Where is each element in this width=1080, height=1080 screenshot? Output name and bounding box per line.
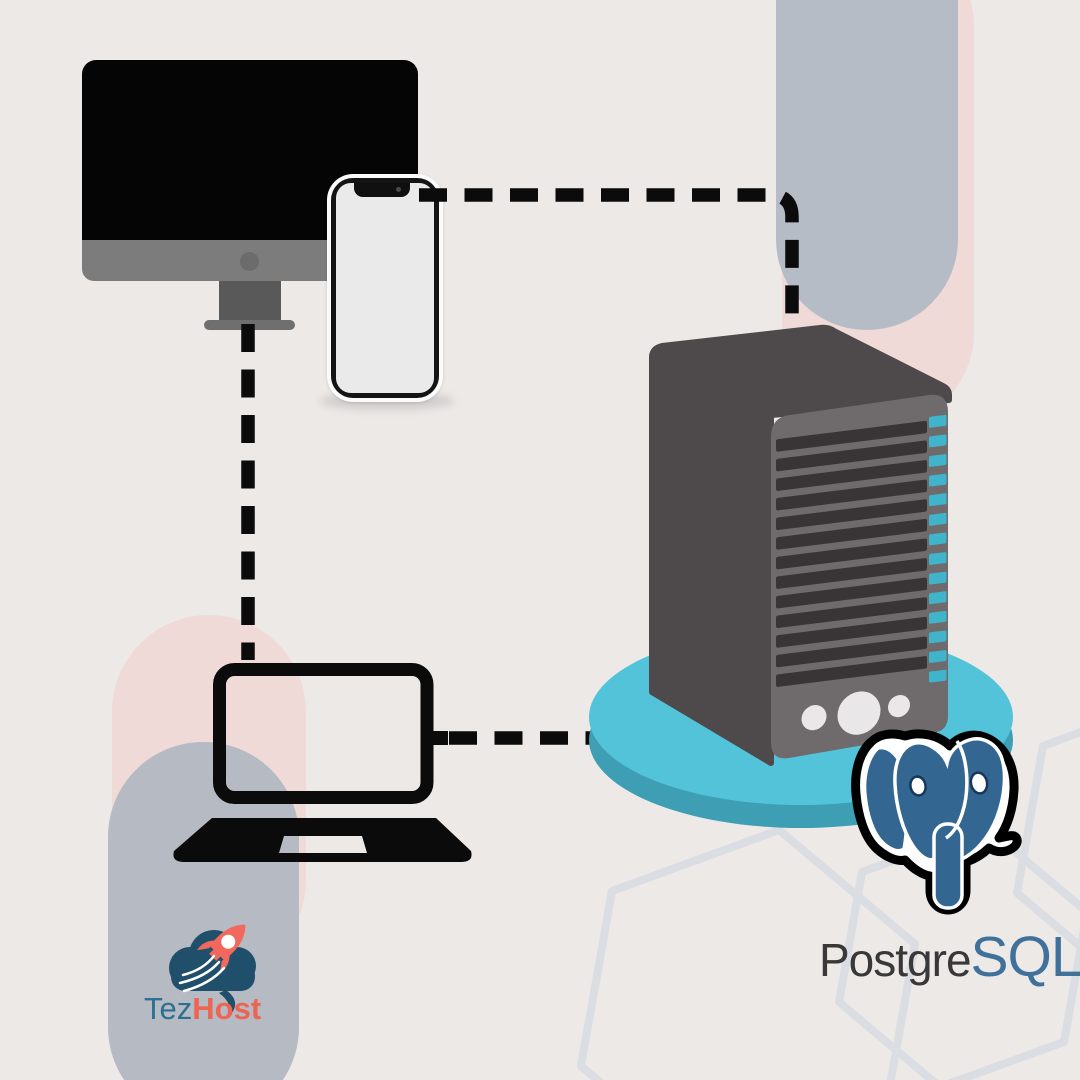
rocket-trail-lines (178, 954, 226, 993)
server-tower-icon (649, 324, 952, 766)
laptop-icon (173, 663, 472, 862)
hexagon-outline (1013, 728, 1080, 952)
elephant-head (893, 737, 1007, 862)
rocket-window (221, 934, 236, 949)
server-front-details (776, 414, 947, 735)
hexagon-outline (577, 826, 919, 1080)
phone-screen (336, 183, 434, 393)
elephant-trunk (932, 822, 964, 910)
connection-lines (241, 188, 799, 745)
rocket-plume (219, 990, 236, 1014)
monitor-stand (219, 281, 281, 323)
postgresql-wordmark: PostgreSQL (819, 924, 1080, 990)
server-front-buttons (801, 691, 910, 735)
decor-pill-gray-top-right (776, 0, 958, 330)
elephant-ear-line (944, 740, 969, 840)
tezhost-wordmark-primary: Tez (144, 991, 193, 1026)
phone-camera-dot (396, 187, 401, 192)
monitor-camera-dot (240, 252, 259, 271)
tezhost-wordmark: TezHost (144, 991, 304, 1027)
postgresql-wordmark-accent: SQL (970, 925, 1080, 989)
phone-notch (354, 183, 410, 197)
elephant-right-eye (969, 771, 989, 795)
laptop-base (173, 818, 472, 862)
laptop-screen (213, 663, 434, 804)
cloud-rocket-icon (169, 924, 256, 1014)
postgresql-wordmark-primary: Postgre (819, 934, 972, 986)
server-led-strips (929, 414, 947, 683)
laptop-port-tab (429, 731, 448, 745)
elephant-left-eye (909, 775, 927, 797)
postgresql-elephant-icon (851, 729, 1022, 915)
server-vents (776, 420, 927, 687)
tezhost-wordmark-accent: Host (192, 991, 262, 1026)
server-hull (649, 324, 952, 766)
connection-phone-server (419, 188, 799, 346)
